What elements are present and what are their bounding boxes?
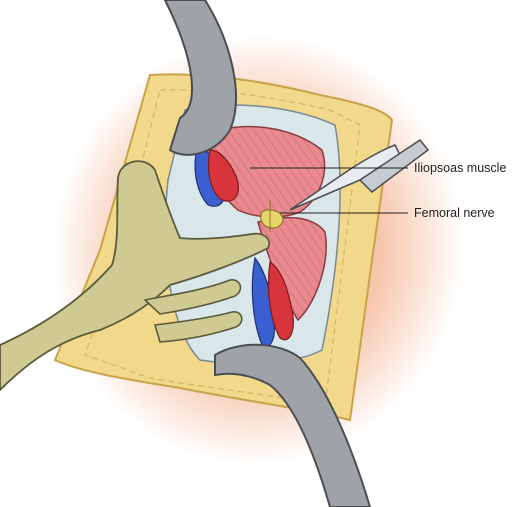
label-iliopsoas: Iliopsoas muscle bbox=[414, 161, 506, 175]
label-iliopsoas-group: Iliopsoas muscle bbox=[250, 161, 506, 175]
label-femoral-nerve: Femoral nerve bbox=[414, 206, 495, 220]
femoral-nerve bbox=[260, 200, 284, 232]
scalpel bbox=[289, 138, 430, 211]
upper-retractor bbox=[163, 0, 237, 156]
upper-vessels bbox=[194, 144, 239, 207]
gloved-hand bbox=[0, 160, 270, 392]
label-femoral-nerve-group: Femoral nerve bbox=[280, 206, 495, 220]
lower-vessels bbox=[251, 256, 294, 347]
